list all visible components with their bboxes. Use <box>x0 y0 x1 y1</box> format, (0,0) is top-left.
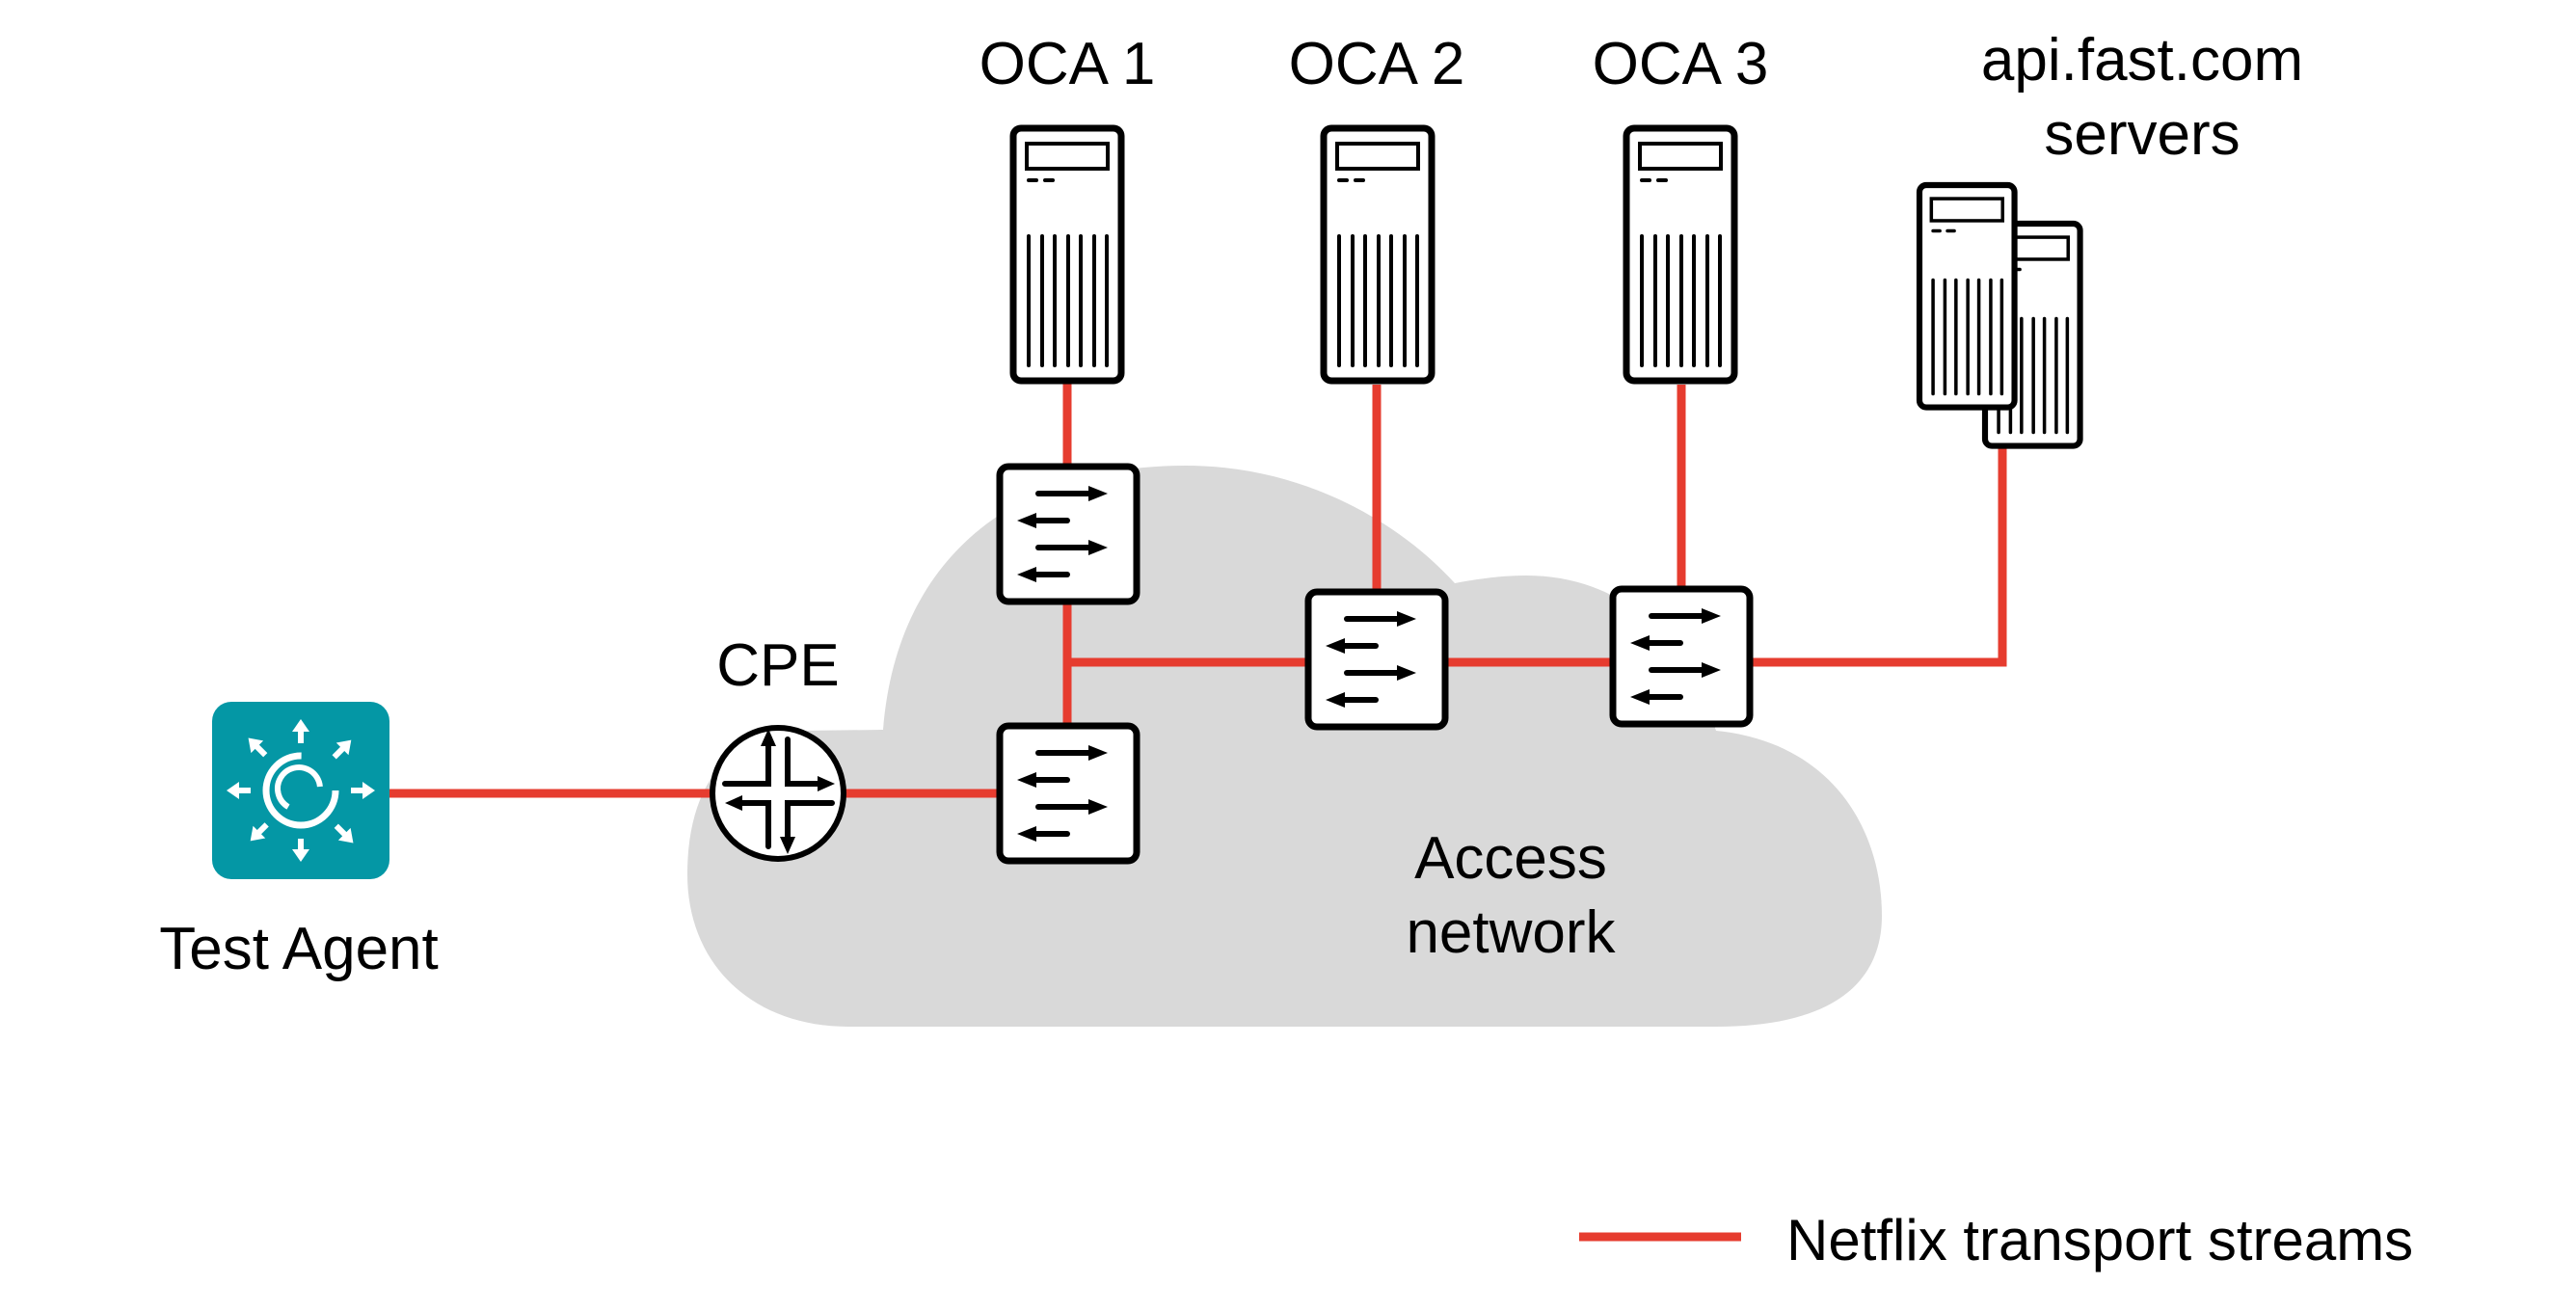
server-icon <box>1626 128 1734 381</box>
cpe-label: CPE <box>716 632 839 699</box>
server-icon <box>1324 128 1432 381</box>
links <box>389 382 2007 798</box>
test-agent-label: Test Agent <box>159 916 439 982</box>
switch-oca-1[interactable] <box>1000 467 1137 602</box>
oca-1-node[interactable]: OCA 1 <box>979 31 1156 381</box>
oca-3-node[interactable]: OCA 3 <box>1593 31 1769 381</box>
cloud-shape <box>687 466 1882 1027</box>
oca-2-label: OCA 2 <box>1289 31 1465 97</box>
oca-2-node[interactable]: OCA 2 <box>1289 31 1465 381</box>
server-stack-icon <box>1919 185 2080 446</box>
access-network-label-line1: Access <box>1414 825 1607 892</box>
api-servers-label-line1: api.fast.com <box>1981 27 2303 94</box>
switch-oca-3[interactable] <box>1613 589 1750 724</box>
api-servers-node[interactable]: api.fast.com servers <box>1919 27 2303 446</box>
server-icon <box>1013 128 1121 381</box>
access-network-label-line2: network <box>1406 899 1616 966</box>
test-agent-node[interactable]: Test Agent <box>159 687 439 982</box>
cpe-node[interactable]: CPE <box>710 632 846 862</box>
api-servers-label-line2: servers <box>2044 101 2240 168</box>
access-network-label: Access network <box>1406 825 1616 966</box>
link-switch-oca3-api <box>1749 448 2007 667</box>
router-icon <box>710 725 846 862</box>
legend-label: Netflix transport streams <box>1786 1208 2413 1272</box>
access-network-cloud <box>687 466 1882 1027</box>
oca-3-label: OCA 3 <box>1593 31 1769 97</box>
switch-oca-2[interactable] <box>1308 592 1445 727</box>
oca-1-label: OCA 1 <box>979 31 1156 97</box>
legend: Netflix transport streams <box>1579 1208 2413 1272</box>
test-agent-icon <box>212 702 389 879</box>
switch-access[interactable] <box>1000 726 1137 861</box>
